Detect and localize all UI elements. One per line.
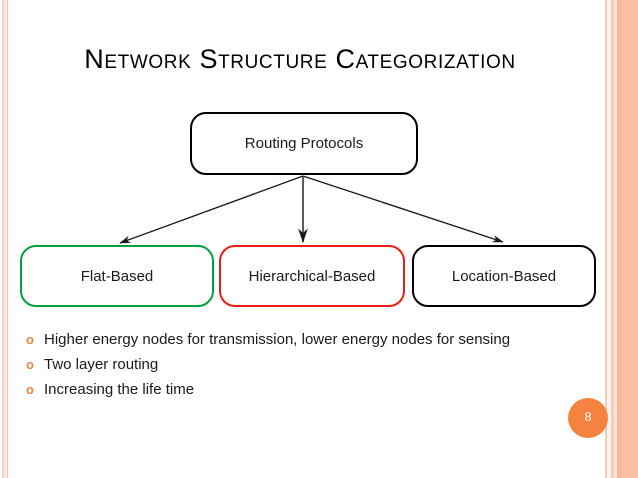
connector-right [302, 175, 504, 243]
bullet-list: o Higher energy nodes for transmission, … [26, 328, 586, 403]
circle-bullet-icon: o [26, 357, 34, 372]
list-item-text: Higher energy nodes for transmission, lo… [44, 331, 511, 348]
right-edge-bar [607, 0, 611, 478]
list-item-text: Two layer routing [44, 356, 159, 373]
circle-bullet-icon: o [26, 382, 34, 397]
list-item: o Higher energy nodes for transmission, … [26, 328, 586, 351]
list-item-text: Increasing the life time [44, 381, 195, 398]
list-item: o Two layer routing [26, 353, 586, 376]
left-edge-bar [4, 0, 7, 478]
right-edge-bar [605, 0, 607, 478]
node-location-based[interactable]: Location-Based [412, 245, 596, 307]
connector-left [119, 175, 304, 244]
node-label: Location-Based [451, 267, 557, 285]
right-edge-bar [611, 0, 614, 478]
circle-bullet-icon: o [26, 332, 34, 347]
right-edge-bar [621, 0, 638, 478]
page-number-badge: 8 [568, 398, 608, 438]
left-edge-bar [2, 0, 4, 478]
right-edge-bar [614, 0, 617, 478]
node-label: Flat-Based [80, 267, 154, 285]
list-item: o Increasing the life time [26, 378, 586, 401]
node-label: Hierarchical-Based [248, 267, 376, 285]
page-title: Network Structure Categorization [84, 44, 516, 74]
left-edge-bar [7, 0, 8, 478]
node-flat-based[interactable]: Flat-Based [20, 245, 214, 307]
node-routing-protocols[interactable]: Routing Protocols [190, 112, 418, 175]
right-edge-bar [617, 0, 621, 478]
node-label: Routing Protocols [244, 135, 364, 152]
node-hierarchical-based[interactable]: Hierarchical-Based [219, 245, 405, 307]
